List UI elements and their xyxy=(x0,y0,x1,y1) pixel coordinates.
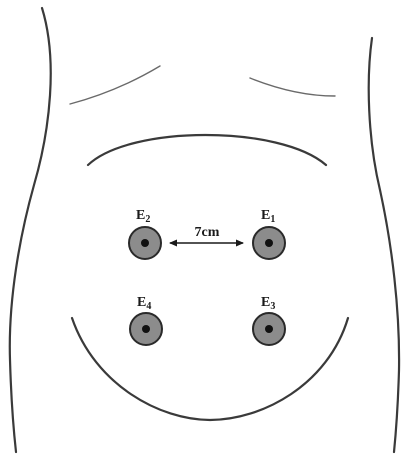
electrode-e3-label: E3 xyxy=(261,295,275,312)
right-rib-curve xyxy=(250,78,335,96)
upper-abdomen-arc xyxy=(88,135,326,165)
electrode-e3-center xyxy=(265,325,273,333)
electrode-e1-center xyxy=(265,239,273,247)
torso-left-outline xyxy=(10,8,51,452)
electrode-e1-label: E1 xyxy=(261,208,275,225)
torso-right-outline xyxy=(369,38,399,452)
electrode-e2-center xyxy=(141,239,149,247)
electrode-e4-label: E4 xyxy=(137,295,151,312)
electrode-e2: E2 xyxy=(129,208,161,259)
distance-label: 7cm xyxy=(195,225,220,240)
electrode-e4: E4 xyxy=(130,295,162,345)
electrode-e4-center xyxy=(142,325,150,333)
electrode-e3: E3 xyxy=(253,295,285,345)
electrode-e2-label: E2 xyxy=(136,208,150,225)
left-rib-curve xyxy=(70,66,160,104)
electrode-e1: E1 xyxy=(253,208,285,259)
lower-abdomen-arc xyxy=(72,318,348,420)
